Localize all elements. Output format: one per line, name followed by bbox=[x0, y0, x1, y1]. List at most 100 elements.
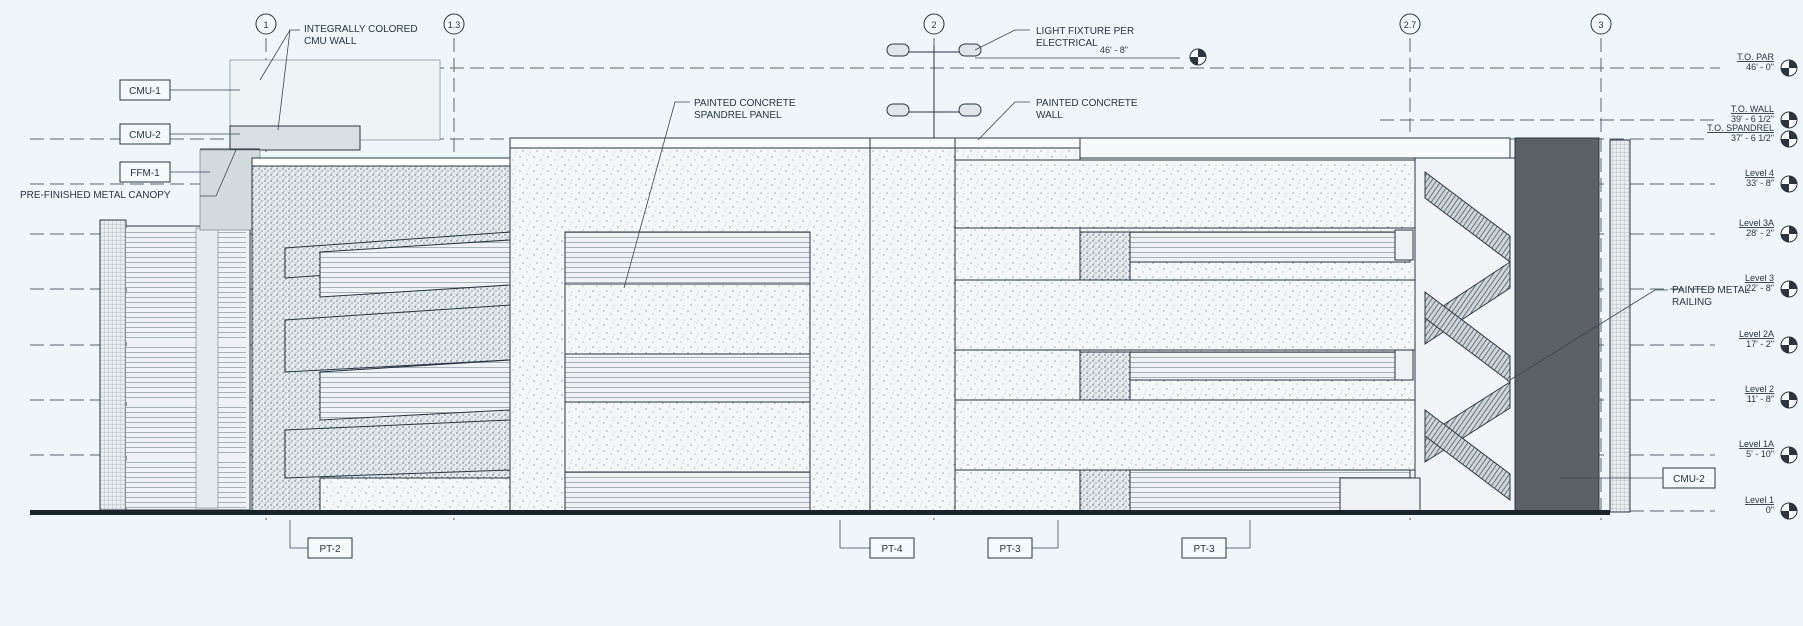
light-fixture-elevation: 46' - 8" bbox=[1100, 45, 1128, 55]
note-line: ELECTRICAL bbox=[1036, 38, 1098, 49]
tag-pt2: PT-2 bbox=[289, 520, 353, 559]
level-target-quadrant bbox=[1781, 289, 1789, 297]
elevation-target-icon bbox=[1189, 48, 1207, 66]
level-target-quadrant bbox=[1781, 345, 1789, 353]
ground-line bbox=[30, 510, 1610, 515]
level-target-quadrant bbox=[1789, 447, 1797, 455]
note-line: SPANDREL PANEL bbox=[694, 110, 782, 121]
level-elevation: 28' - 2" bbox=[1746, 228, 1774, 238]
level-elevation: 37' - 6 1/2" bbox=[1731, 133, 1774, 143]
level-target-quadrant bbox=[1789, 60, 1797, 68]
note-line: WALL bbox=[1036, 110, 1063, 121]
level-elevation: 39' - 6 1/2" bbox=[1731, 114, 1774, 124]
level-target-quadrant bbox=[1781, 400, 1789, 408]
level-target-quadrant bbox=[1789, 226, 1797, 234]
level-elevation: 5' - 10" bbox=[1746, 449, 1774, 459]
level-target-quadrant bbox=[1781, 120, 1789, 128]
level-target-quadrant bbox=[1781, 68, 1789, 76]
note-canopy: PRE-FINISHED METAL CANOPY bbox=[20, 149, 237, 201]
level-target-quadrant bbox=[1789, 503, 1797, 511]
level-target-quadrant bbox=[1789, 337, 1797, 345]
note-railing: PAINTED METAL RAILING bbox=[1509, 285, 1750, 381]
tag-pt3-b: PT-3 bbox=[1181, 520, 1251, 559]
level-name: Level 2A bbox=[1739, 329, 1774, 339]
level-target-quadrant bbox=[1789, 112, 1797, 120]
level-name: Level 3 bbox=[1745, 273, 1774, 283]
tag-pt3-a: PT-3 bbox=[987, 520, 1059, 559]
note-line: INTEGRALLY COLORED bbox=[304, 24, 418, 35]
level-name: T.O. PAR bbox=[1737, 52, 1774, 62]
level-marker: Level 433' - 8" bbox=[1745, 168, 1798, 193]
level-target-quadrant bbox=[1789, 392, 1797, 400]
note-light-fixture: LIGHT FIXTURE PER ELECTRICAL 46' - 8" bbox=[974, 26, 1207, 66]
level-target-quadrant bbox=[1781, 511, 1789, 519]
level-marker: Level 1A5' - 10" bbox=[1739, 439, 1798, 464]
grid-bubble-2: 2 bbox=[923, 13, 945, 35]
level-elevation: 11' - 8" bbox=[1747, 394, 1774, 404]
light-pole bbox=[886, 43, 982, 138]
zigzag-stair bbox=[1339, 157, 1516, 513]
tag-label: FFM-1 bbox=[130, 168, 160, 179]
grid-bubble-2-7: 2.7 bbox=[1399, 13, 1421, 35]
level-name: T.O. SPANDREL bbox=[1707, 123, 1774, 133]
tag-cmu2-left: CMU-2 bbox=[119, 123, 240, 145]
level-elevation: 46' - 0" bbox=[1746, 62, 1774, 72]
tag-label: CMU-1 bbox=[129, 86, 161, 97]
note-line: CMU WALL bbox=[304, 36, 357, 47]
level-marker: Level 211' - 8" bbox=[1745, 384, 1798, 409]
level-name: Level 4 bbox=[1745, 168, 1774, 178]
note-line: RAILING bbox=[1672, 297, 1712, 308]
right-edge-column bbox=[1609, 139, 1631, 513]
level-elevation: 0" bbox=[1766, 505, 1774, 515]
grid-bubble-label: 2 bbox=[931, 20, 936, 30]
grid-bubble-1: 1 bbox=[255, 13, 277, 35]
level-target-quadrant bbox=[1781, 234, 1789, 242]
cmu2-dark-column bbox=[1514, 137, 1600, 513]
level-elevation: 22' - 8" bbox=[1746, 283, 1774, 293]
level-target-quadrant bbox=[1781, 139, 1789, 147]
tag-label: PT-2 bbox=[319, 544, 341, 555]
note-line: PAINTED METAL bbox=[1672, 285, 1750, 296]
level-name: Level 1A bbox=[1739, 439, 1774, 449]
level-marker: Level 10" bbox=[1745, 495, 1798, 520]
tag-label: CMU-2 bbox=[1673, 474, 1705, 485]
tag-label: PT-3 bbox=[999, 544, 1021, 555]
grid-bubble-label: 1.3 bbox=[448, 20, 461, 30]
grid-bubble-label: 1 bbox=[263, 20, 268, 30]
level-target-quadrant bbox=[1789, 281, 1797, 289]
level-name: Level 1 bbox=[1745, 495, 1774, 505]
level-target-quadrant bbox=[1781, 455, 1789, 463]
tag-pt4: PT-4 bbox=[839, 520, 915, 559]
parking-structure bbox=[284, 137, 1511, 513]
note-line: PAINTED CONCRETE bbox=[694, 98, 796, 109]
tag-label: CMU-2 bbox=[129, 130, 161, 141]
tag-label: PT-4 bbox=[881, 544, 903, 555]
note-line: LIGHT FIXTURE PER bbox=[1036, 26, 1134, 37]
tag-ffm1: FFM-1 bbox=[119, 161, 210, 183]
tag-label: PT-3 bbox=[1193, 544, 1215, 555]
note-spandrel: PAINTED CONCRETE SPANDREL PANEL bbox=[623, 98, 796, 289]
level-name: Level 3A bbox=[1739, 218, 1774, 228]
level-target-quadrant bbox=[1781, 184, 1789, 192]
tag-cmu2-right: CMU-2 bbox=[1560, 467, 1716, 489]
grid-bubble-label: 2.7 bbox=[1404, 20, 1417, 30]
note-concrete-wall: PAINTED CONCRETE WALL bbox=[977, 98, 1138, 141]
level-name: T.O. WALL bbox=[1731, 104, 1774, 114]
level-marker: Level 322' - 8" bbox=[1745, 273, 1798, 298]
note-line: PRE-FINISHED METAL CANOPY bbox=[20, 190, 171, 201]
grid-bubble-label: 3 bbox=[1598, 20, 1603, 30]
level-elevation: 17' - 2" bbox=[1746, 339, 1774, 349]
tag-cmu1: CMU-1 bbox=[119, 79, 240, 101]
level-name: Level 2 bbox=[1745, 384, 1774, 394]
grid-bubble-3: 3 bbox=[1590, 13, 1612, 35]
note-line: PAINTED CONCRETE bbox=[1036, 98, 1138, 109]
level-target-quadrant bbox=[1789, 176, 1797, 184]
note-cmu-wall: INTEGRALLY COLORED CMU WALL bbox=[259, 24, 418, 131]
